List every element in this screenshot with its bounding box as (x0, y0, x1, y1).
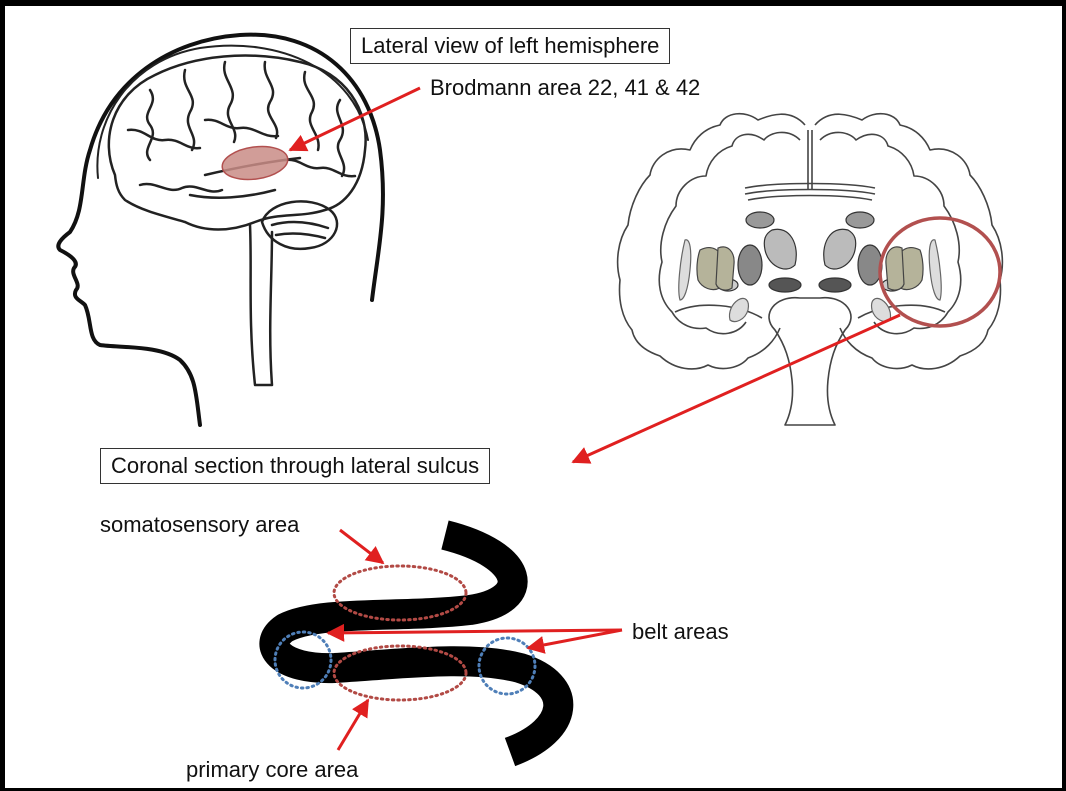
basal-ganglia (718, 212, 902, 292)
brain-lateral-view (97, 46, 368, 385)
insula-regions (697, 247, 923, 290)
core-arrow (338, 700, 368, 750)
belt-arrow-right (528, 630, 622, 648)
belt-arrow-left (328, 630, 622, 633)
cortical-ribbon (274, 535, 558, 752)
somatosensory-label: somatosensory area (100, 512, 299, 538)
lateral-view-label: Lateral view of left hemisphere (350, 28, 670, 64)
belt-areas-label: belt areas (632, 619, 729, 645)
coronal-section-label: Coronal section through lateral sulcus (100, 448, 490, 484)
brodmann-highlight (220, 143, 290, 184)
coronal-arrow (573, 315, 900, 462)
brodmann-label: Brodmann area 22, 41 & 42 (430, 75, 700, 101)
somatosensory-arrow (340, 530, 383, 563)
primary-core-label: primary core area (186, 757, 358, 783)
coronal-section (618, 114, 1003, 425)
